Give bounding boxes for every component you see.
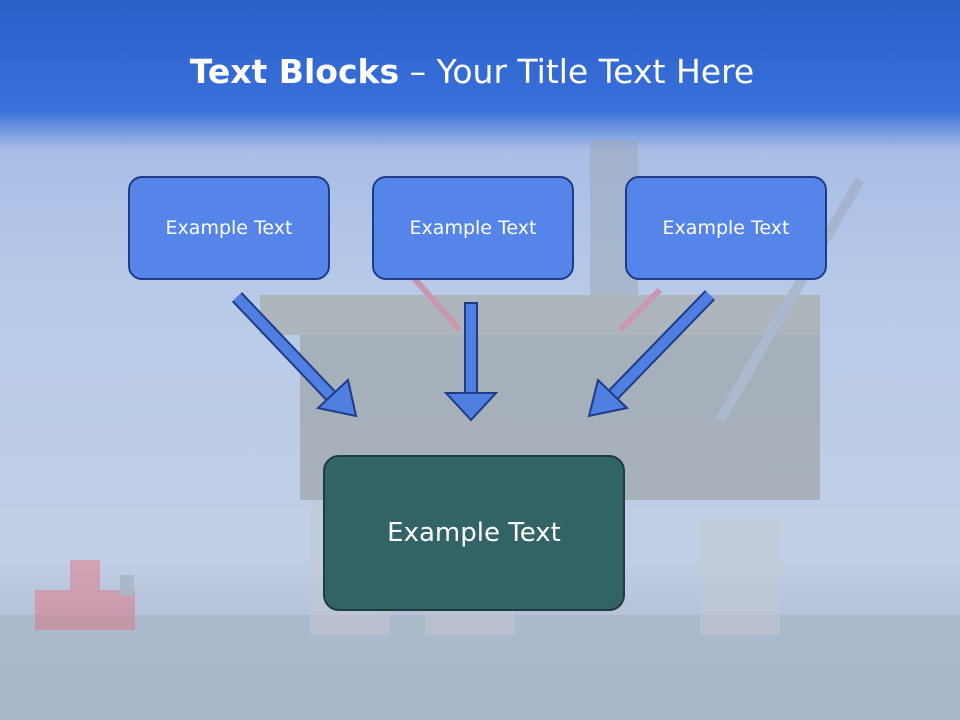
- text-block-3: Example Text: [625, 176, 827, 280]
- main-text-block-label: Example Text: [387, 518, 561, 548]
- title-separator: –: [399, 52, 437, 91]
- arrow-right: [587, 290, 716, 418]
- text-block-2: Example Text: [372, 176, 574, 280]
- title-bold: Text Blocks: [189, 52, 400, 91]
- arrow-left: [231, 292, 358, 418]
- slide-title: Text Blocks – Your Title Text Here: [0, 52, 944, 91]
- arrow-middle: [443, 302, 499, 422]
- text-block-2-label: Example Text: [409, 217, 537, 239]
- text-block-1: Example Text: [128, 176, 330, 280]
- title-rest: Your Title Text Here: [436, 52, 755, 91]
- text-block-1-label: Example Text: [165, 217, 293, 239]
- text-block-3-label: Example Text: [662, 217, 790, 239]
- main-text-block: Example Text: [323, 455, 625, 611]
